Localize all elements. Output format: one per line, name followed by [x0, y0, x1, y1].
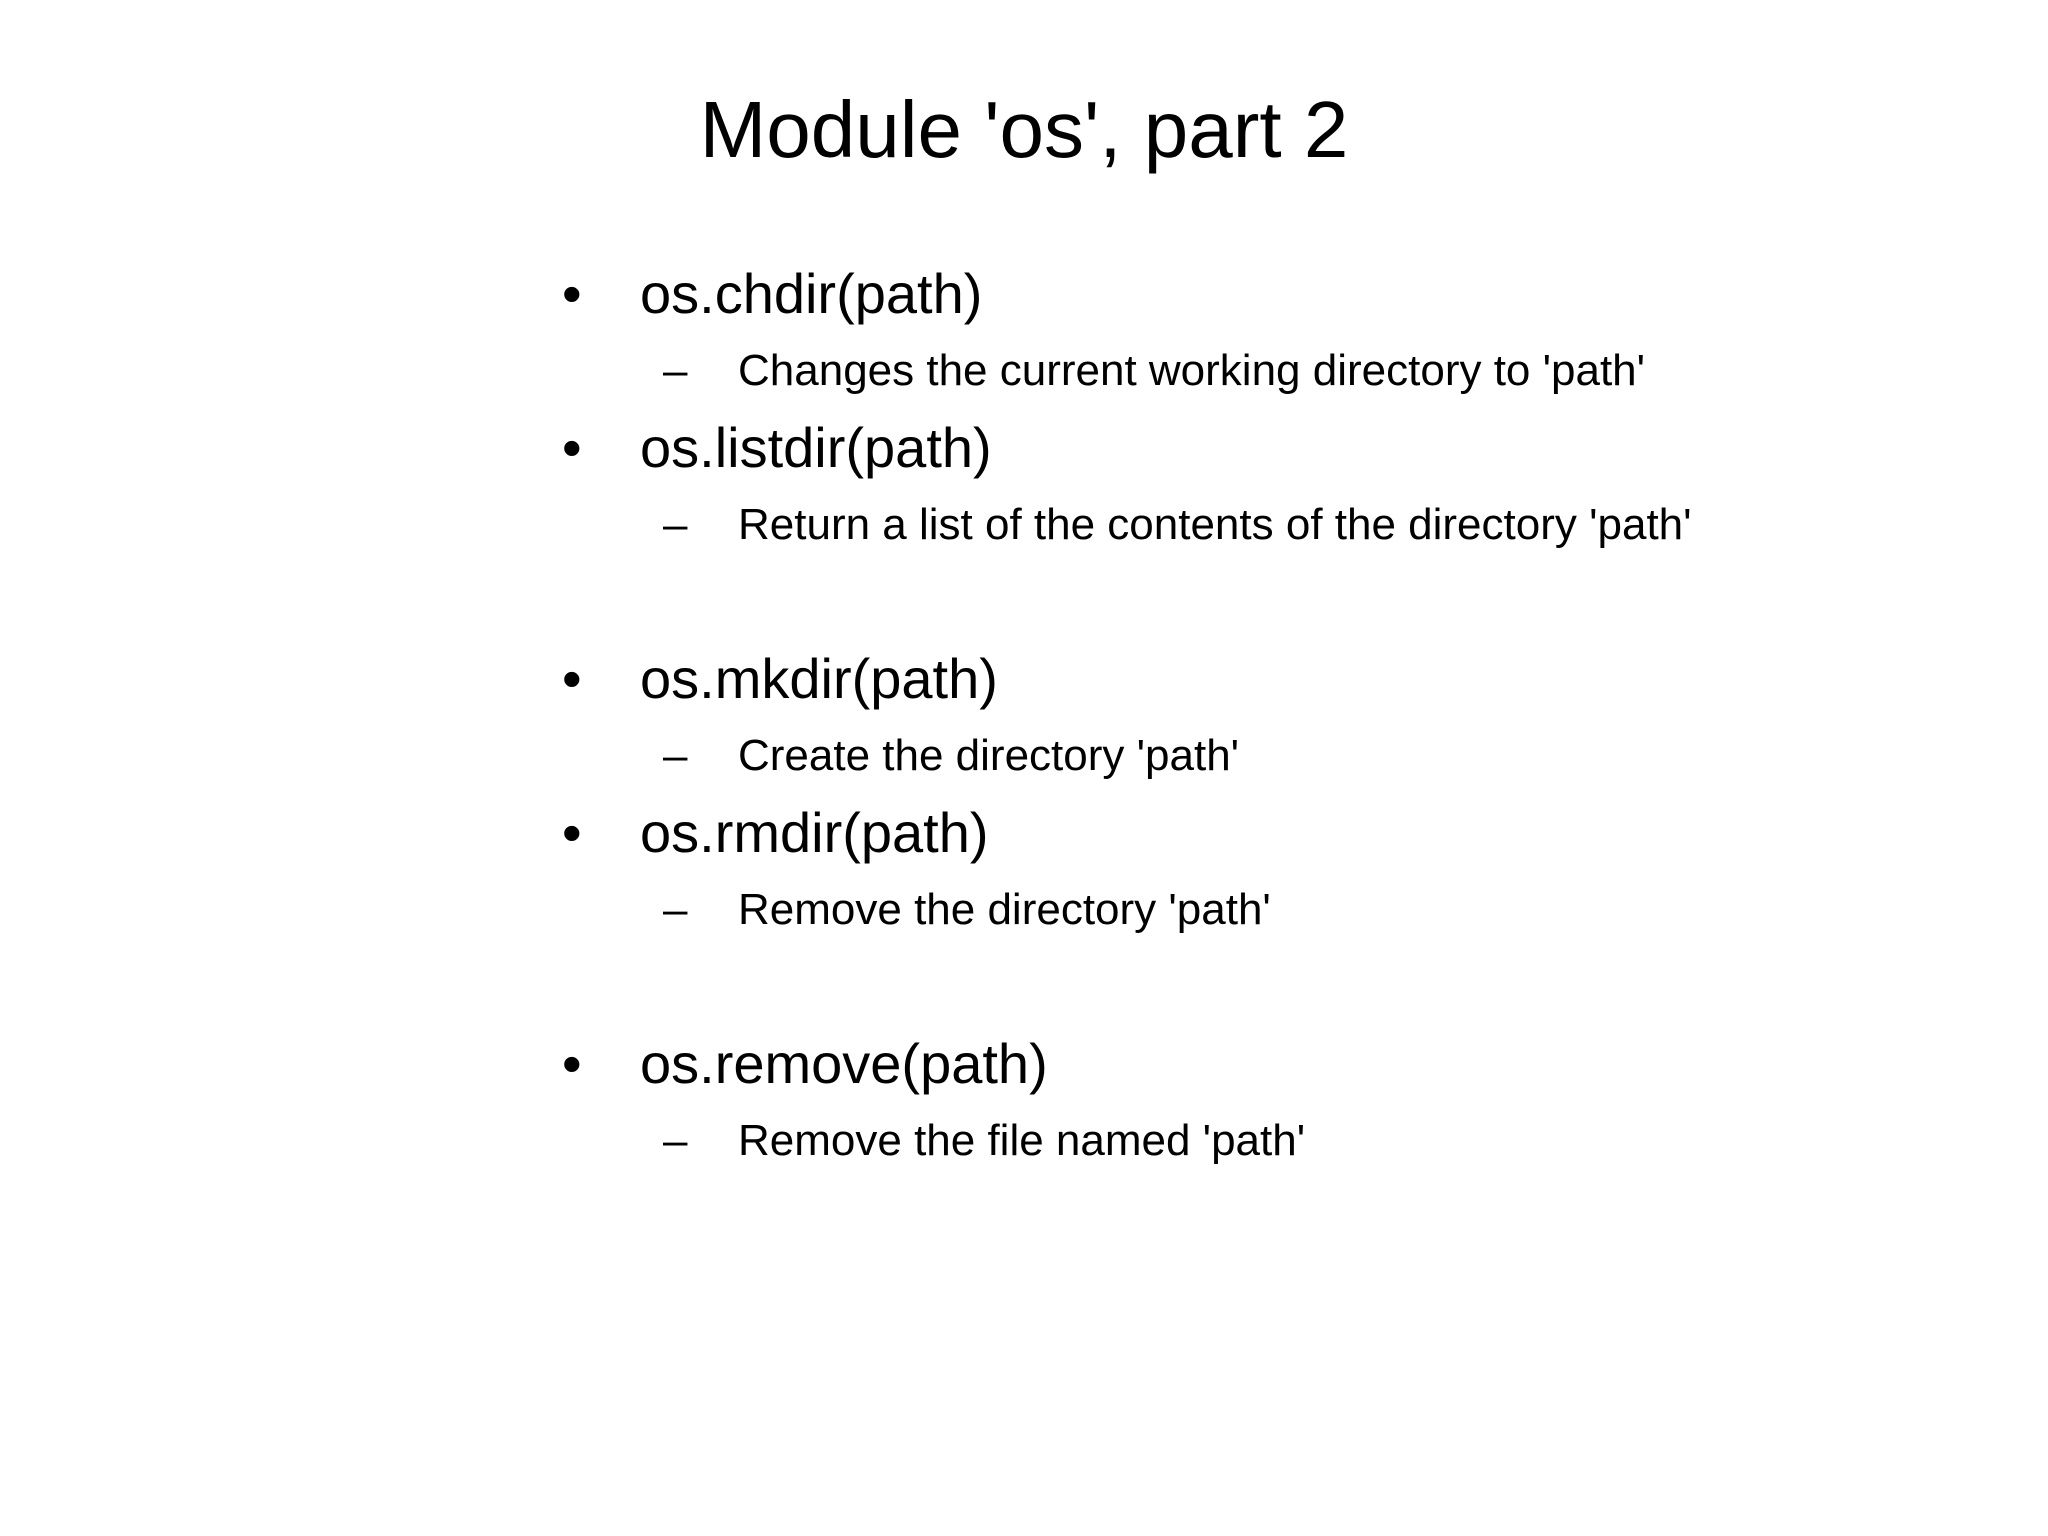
function-name-chdir: os.chdir(path) — [640, 262, 983, 325]
dash-icon: – — [663, 346, 688, 395]
function-description-chdir: Changes the current working directory to… — [738, 346, 1646, 395]
blank-line — [0, 563, 2048, 640]
bullet-item-chdir: • os.chdir(path) — [0, 255, 2048, 332]
bullet-icon: • — [562, 1032, 582, 1095]
function-name-remove: os.remove(path) — [640, 1032, 1048, 1095]
dash-icon: – — [663, 1116, 688, 1165]
bullet-list: • os.chdir(path) – Changes the current w… — [0, 255, 2048, 1179]
bullet-item-mkdir: • os.mkdir(path) — [0, 640, 2048, 717]
function-name-listdir: os.listdir(path) — [640, 416, 992, 479]
bullet-icon: • — [562, 647, 582, 710]
slide-title: Module 'os', part 2 — [699, 85, 1349, 174]
dash-icon: – — [663, 885, 688, 934]
function-name-rmdir: os.rmdir(path) — [640, 801, 989, 864]
function-description-remove: Remove the file named 'path' — [738, 1116, 1306, 1165]
function-description-mkdir: Create the directory 'path' — [738, 731, 1240, 780]
dash-icon: – — [663, 500, 688, 549]
sub-item-chdir: – Changes the current working directory … — [0, 332, 2048, 409]
sub-item-remove: – Remove the file named 'path' — [0, 1102, 2048, 1179]
bullet-item-listdir: • os.listdir(path) — [0, 409, 2048, 486]
bullet-icon: • — [562, 801, 582, 864]
dash-icon: – — [663, 731, 688, 780]
bullet-item-remove: • os.remove(path) — [0, 1025, 2048, 1102]
blank-line — [0, 948, 2048, 1025]
sub-item-rmdir: – Remove the directory 'path' — [0, 871, 2048, 948]
sub-item-listdir: – Return a list of the contents of the d… — [0, 486, 2048, 563]
bullet-icon: • — [562, 416, 582, 479]
bullet-icon: • — [562, 262, 582, 325]
bullet-item-rmdir: • os.rmdir(path) — [0, 794, 2048, 871]
function-description-rmdir: Remove the directory 'path' — [738, 885, 1271, 934]
sub-item-mkdir: – Create the directory 'path' — [0, 717, 2048, 794]
function-description-listdir: Return a list of the contents of the dir… — [738, 500, 1692, 549]
function-name-mkdir: os.mkdir(path) — [640, 647, 998, 710]
